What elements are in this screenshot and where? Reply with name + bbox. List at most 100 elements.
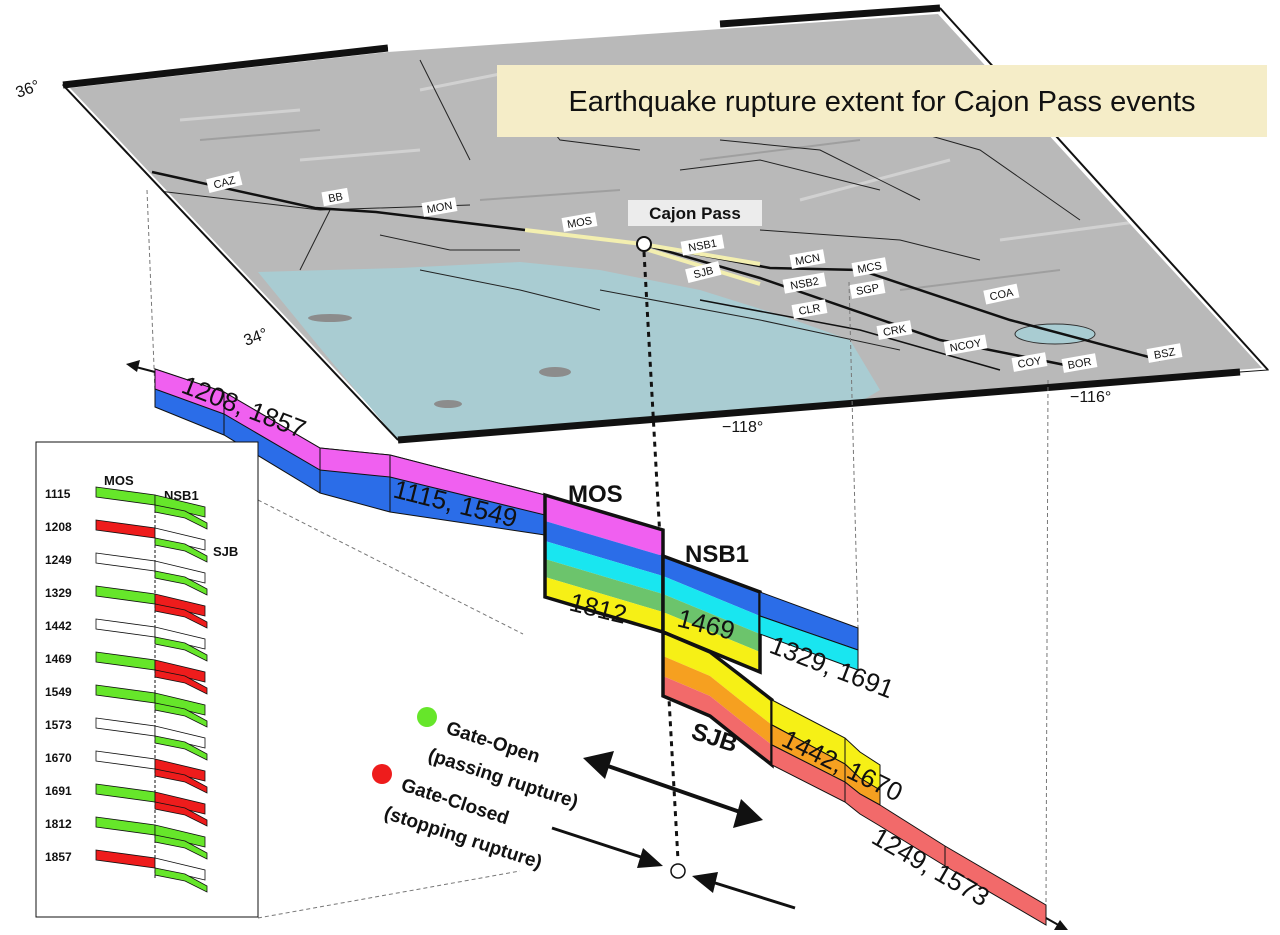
- fault-tag-bsz: BSZ: [1146, 343, 1183, 363]
- fault-tag-text: CAZ: [212, 175, 237, 192]
- fault-tag-crk: CRK: [876, 320, 913, 340]
- inset-nsb1-segment: [154, 560, 206, 584]
- inset-event-year: 1670: [45, 751, 72, 765]
- inset-sjb-segment: [154, 735, 208, 761]
- lon-label: −116°: [1070, 389, 1111, 406]
- fault-tag-box: [849, 279, 886, 299]
- inset-event-year: 1573: [45, 718, 72, 732]
- stopping-arrow-right: [711, 880, 796, 910]
- inset-event-year: 1115: [45, 487, 71, 501]
- passing-arrow: [604, 763, 741, 814]
- fault-tag-box: [1061, 353, 1098, 373]
- inset-event-year: 1549: [45, 685, 72, 699]
- fault-tag-nsb2: NSB2: [782, 272, 827, 294]
- fault-tag-nsb1: NSB1: [680, 234, 725, 256]
- fault-tag-text: MOS: [566, 215, 593, 231]
- fault-tag-text: CRK: [882, 323, 908, 339]
- inset-header-sjb: SJB: [213, 544, 238, 559]
- fault-tag-text: COY: [1017, 355, 1043, 371]
- fault-tag-text: CLR: [798, 302, 822, 318]
- fault-tag-bor: BOR: [1061, 353, 1098, 373]
- fault-tag-mcn: MCN: [789, 249, 826, 269]
- fault-tag-sgp: SGP: [849, 279, 886, 299]
- event-inset-panel: MOS NSB1 SJB 111512081249132914421469154…: [35, 441, 259, 918]
- stopping-arrow-left: [551, 826, 645, 860]
- cajon-pass-marker: [636, 236, 652, 252]
- sjb-block: [661, 629, 774, 769]
- fault-tag-box: [685, 261, 722, 283]
- east-arrowhead: [1054, 920, 1068, 930]
- fault-tag-coy: COY: [1011, 352, 1048, 372]
- island: [539, 367, 571, 377]
- inset-sjb-segment: [154, 801, 208, 827]
- inset-nsb1-segment: [154, 494, 206, 518]
- island: [434, 400, 462, 408]
- passing-arrowhead-left: [583, 751, 614, 779]
- inset-sjb-segment: [154, 636, 208, 662]
- inset-sjb-segment: [154, 537, 208, 563]
- mos-block: [543, 492, 665, 635]
- elsinore-fault-trace: [699, 299, 1001, 371]
- fault-tag-sjb: SJB: [685, 261, 722, 283]
- fault-tag-text: BOR: [1067, 356, 1093, 372]
- inset-nsb1-segment: [154, 725, 206, 749]
- inset-frame: [35, 441, 259, 918]
- fault-tag-box: [851, 257, 888, 277]
- lat-label: 36°: [14, 78, 43, 102]
- fault-tag-text: BB: [327, 191, 344, 205]
- inset-sjb-segment: [154, 702, 208, 728]
- fault-tag-mcs: MCS: [851, 257, 888, 277]
- fault-tag-box: [1146, 343, 1183, 363]
- salton-sea: [1014, 323, 1096, 345]
- inset-event-year: 1442: [45, 619, 72, 633]
- fault-tag-text: SJB: [692, 265, 714, 282]
- inset-sjb-segment: [154, 768, 208, 794]
- fault-tag-mos: MOS: [561, 212, 598, 232]
- inset-event-year: 1208: [45, 520, 72, 534]
- fault-tag-box: [789, 249, 826, 269]
- inset-event-year: 1249: [45, 553, 72, 567]
- projection-guides: [146, 189, 1049, 919]
- passing-arrowhead-right: [733, 799, 763, 828]
- inset-nsb1-segment: [154, 527, 206, 551]
- lon-label: −118°: [722, 419, 763, 436]
- inset-event-year: 1329: [45, 586, 72, 600]
- san-jacinto-fault-trace: [641, 242, 1081, 370]
- title-box: [497, 65, 1267, 137]
- stopping-arrowhead-right: [692, 872, 718, 893]
- inset-event-year: 1857: [45, 850, 72, 864]
- inset-nsb1-segment: [154, 593, 206, 617]
- cajon-pass-gate-marker: [670, 863, 686, 879]
- fault-tag-box: [206, 171, 243, 193]
- inset-nsb1-segment: [154, 626, 206, 650]
- fault-tag-text: MCN: [794, 252, 821, 268]
- fault-tag-text: BSZ: [1153, 346, 1176, 362]
- fault-tag-ncoy: NCOY: [943, 334, 988, 356]
- inset-nsb1-segment: [154, 824, 206, 848]
- gate-closed-swatch: [372, 764, 392, 784]
- fault-tag-clr: CLR: [791, 299, 828, 319]
- fault-tag-text: MON: [426, 200, 453, 216]
- inset-event-year: 1469: [45, 652, 72, 666]
- inset-sjb-segment: [154, 669, 208, 695]
- fault-tag-box: [561, 212, 598, 232]
- fault-tag-box: [1011, 352, 1048, 372]
- island: [308, 314, 352, 322]
- inset-sjb-segment: [154, 603, 208, 629]
- inset-nsb1-segment: [154, 791, 206, 815]
- fault-tag-box: [983, 283, 1020, 305]
- fault-tag-box: [791, 299, 828, 319]
- diagram-title: Earthquake rupture extent for Cajon Pass…: [568, 86, 1195, 118]
- fault-tag-text: COA: [989, 287, 1015, 304]
- fault-tag-text: NCOY: [949, 337, 983, 354]
- cajon-pass-label-box: [628, 200, 762, 226]
- fault-tag-box: [421, 197, 458, 217]
- inset-nsb1-segment: [154, 857, 206, 881]
- fault-tag-text: NSB2: [789, 276, 819, 293]
- ocean: [258, 262, 880, 440]
- fault-tag-text: MCS: [857, 260, 883, 276]
- inset-sjb-segment: [154, 867, 208, 893]
